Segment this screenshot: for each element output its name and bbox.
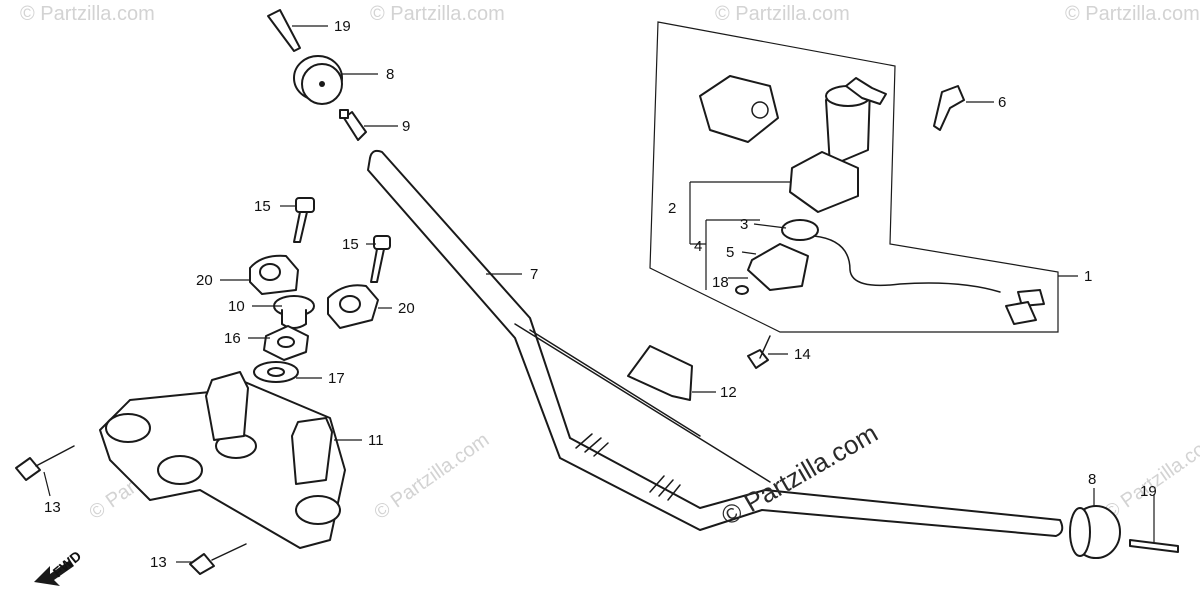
forward-direction-indicator: FWD	[34, 548, 84, 586]
rubber-cushion-10	[273, 295, 315, 329]
callout-15: 15	[342, 236, 359, 253]
callout-8: 8	[386, 66, 394, 83]
ignition-switch-body	[789, 77, 887, 213]
callout-14: 14	[794, 346, 811, 363]
wire-harness	[813, 235, 1045, 325]
callout-10: 10	[228, 298, 245, 315]
callout-16: 16	[224, 330, 241, 347]
bolt-15-right	[370, 235, 391, 283]
callout-20: 20	[196, 272, 213, 289]
callout-13: 13	[44, 499, 61, 516]
insert-9	[339, 109, 367, 141]
bolt-13-left	[15, 445, 75, 481]
screw-19-top	[267, 9, 301, 52]
ignition-assembly-box	[649, 21, 1059, 333]
bolt-13-bottom	[189, 543, 247, 575]
watermark: © Partzilla.com	[1100, 429, 1200, 524]
callout-19: 19	[334, 18, 351, 35]
callout-8: 8	[1088, 471, 1096, 488]
callout-4: 4	[694, 238, 702, 255]
lock-cover	[699, 75, 779, 143]
upper-holder-20-right	[327, 284, 379, 329]
switch-cover-3	[781, 219, 819, 241]
callout-3: 3	[740, 216, 748, 233]
callout-20: 20	[398, 300, 415, 317]
fwd-label: FWD	[50, 548, 85, 581]
bar-end-weight-8-right	[1069, 505, 1121, 559]
callout-7: 7	[530, 266, 538, 283]
watermark: © Partzilla.com	[370, 429, 493, 524]
watermark: © Partzilla.com	[20, 3, 155, 25]
bolt-14	[747, 335, 771, 369]
upper-holder-20-left	[249, 254, 299, 295]
bolt-15-left	[293, 197, 315, 243]
callout-11: 11	[368, 432, 384, 449]
callout-18: 18	[712, 274, 729, 291]
nut-16	[263, 325, 309, 361]
watermark: © Partzilla.com	[715, 3, 850, 25]
key-6	[933, 85, 965, 131]
leader-lines	[43, 25, 1155, 563]
top-bridge-11	[99, 371, 346, 549]
callout-13: 13	[150, 554, 167, 571]
callout-15: 15	[254, 198, 271, 215]
washer-17	[253, 361, 299, 383]
switch-base-5	[747, 243, 809, 291]
callout-12: 12	[720, 384, 737, 401]
screw-19-right	[1129, 539, 1179, 553]
watermark: © Partzilla.com	[1065, 3, 1200, 25]
band-12	[627, 345, 693, 401]
callout-19: 19	[1140, 483, 1157, 500]
callout-17: 17	[328, 370, 345, 387]
watermark: © Partzilla.com	[370, 3, 505, 25]
callout-5: 5	[726, 244, 734, 261]
handlebar	[367, 149, 1064, 537]
callout-9: 9	[402, 118, 410, 135]
callout-1: 1	[1084, 268, 1092, 285]
callout-labels: 19 8 9 15 15 20 20 10 16 17 11 13 13 7 1…	[44, 18, 1157, 571]
callout-2: 2	[668, 200, 676, 217]
callout-6: 6	[998, 94, 1006, 111]
bar-end-weight-8-top	[293, 55, 343, 105]
screw-18	[735, 285, 749, 295]
